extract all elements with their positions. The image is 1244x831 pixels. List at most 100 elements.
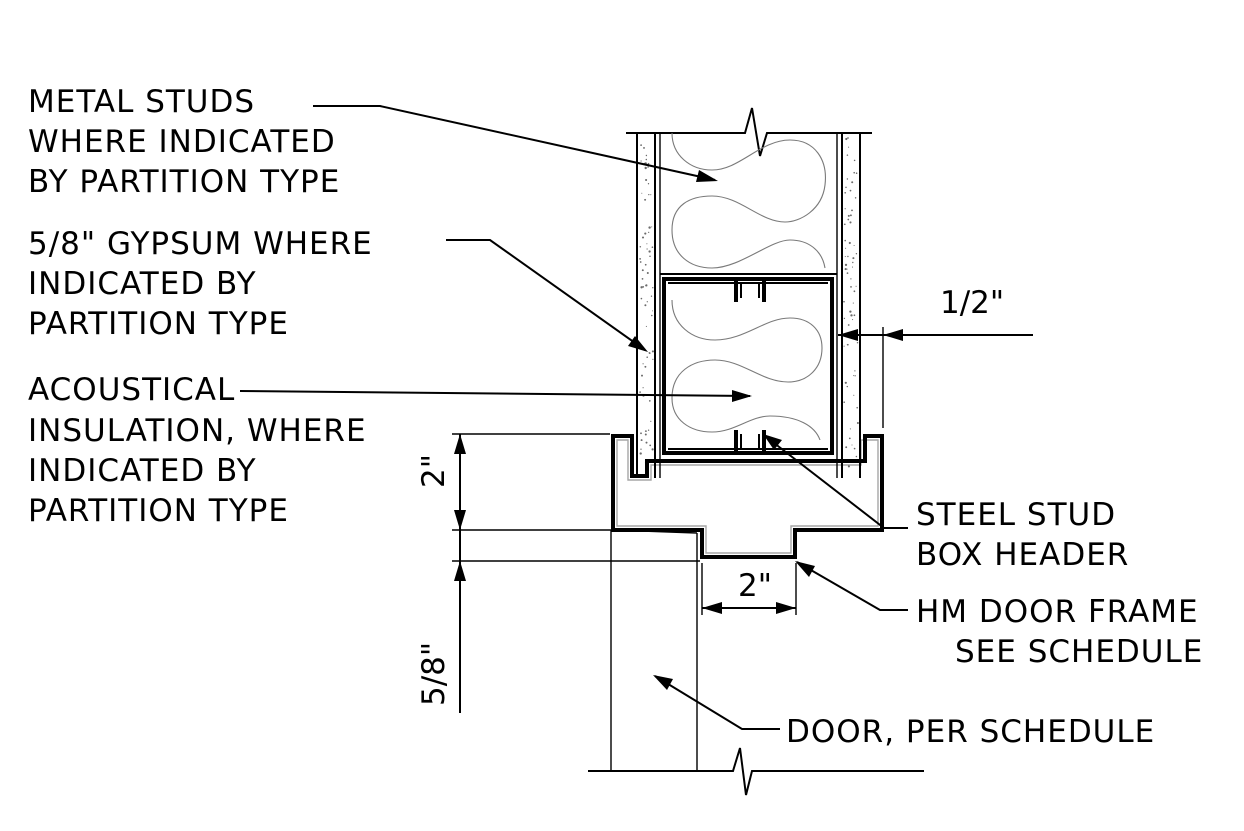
left-gypsum-board — [636, 133, 661, 478]
gypsum-speck — [844, 268, 847, 271]
upper-insulation-batt — [671, 132, 826, 269]
gypsum-speck — [644, 263, 647, 266]
gypsum-speck — [644, 166, 647, 170]
gypsum-speck — [651, 350, 654, 353]
label-hm-frame: HM DOOR FRAME SEE SCHEDULE — [916, 594, 1202, 670]
svg-text:METAL STUDS: METAL STUDS — [28, 84, 255, 120]
gypsum-speck — [844, 263, 848, 267]
gypsum-speck — [856, 421, 859, 425]
label-steel-stud: STEEL STUD BOX HEADER — [916, 497, 1128, 573]
dim-frame-width-text: 2" — [738, 568, 772, 604]
gypsum-speck — [853, 171, 856, 174]
dimension-frame-width: 2" — [701, 563, 797, 615]
gypsum-speck — [846, 385, 849, 388]
gypsum-speck — [650, 295, 653, 297]
gypsum-speck — [845, 446, 848, 449]
dim-half-inch-text: 1/2" — [940, 285, 1004, 321]
gypsum-speck — [845, 247, 847, 249]
partition-wall — [626, 107, 872, 478]
dim-door-offset-text: 5/8" — [416, 642, 452, 706]
gypsum-speck — [846, 272, 849, 274]
gypsum-speck — [644, 433, 647, 436]
gypsum-speck — [855, 172, 858, 174]
gypsum-speck — [853, 290, 856, 293]
steel-stud-box-header — [662, 277, 834, 455]
gypsum-speck — [651, 310, 654, 312]
gypsum-speck — [645, 154, 648, 157]
gypsum-speck — [646, 243, 648, 245]
dim-frame-depth-text: 2" — [416, 454, 452, 488]
gypsum-speck — [644, 365, 647, 368]
gypsum-speck — [646, 271, 649, 275]
gypsum-speck — [849, 189, 852, 192]
gypsum-speck — [642, 387, 644, 389]
top-break-line — [626, 107, 872, 157]
gypsum-speck — [852, 375, 855, 377]
gypsum-speck — [640, 160, 642, 162]
gypsum-speck — [648, 250, 651, 253]
gypsum-speck — [648, 400, 651, 402]
gypsum-speck — [844, 239, 846, 242]
gypsum-speck — [848, 437, 851, 440]
gypsum-speck — [642, 286, 645, 288]
svg-text:INDICATED BY: INDICATED BY — [28, 453, 257, 489]
gypsum-speck — [855, 455, 858, 458]
svg-text:5/8" GYPSUM WHERE: 5/8" GYPSUM WHERE — [28, 226, 373, 262]
gypsum-speck — [848, 241, 851, 245]
gypsum-speck — [641, 374, 643, 377]
gypsum-speck — [853, 159, 856, 162]
gypsum-speck — [645, 158, 648, 161]
gypsum-speck — [650, 194, 652, 196]
gypsum-speck — [651, 448, 654, 451]
svg-text:PARTITION TYPE: PARTITION TYPE — [28, 306, 289, 342]
gypsum-speck — [846, 268, 848, 270]
gypsum-speck — [643, 146, 645, 149]
svg-text:WHERE INDICATED: WHERE INDICATED — [28, 124, 336, 160]
gypsum-speck — [851, 444, 853, 446]
gypsum-speck — [645, 284, 647, 287]
right-gypsum-board — [836, 133, 861, 478]
gypsum-speck — [846, 343, 849, 346]
gypsum-speck — [646, 356, 648, 358]
gypsum-speck — [856, 406, 858, 409]
gypsum-speck — [855, 253, 858, 255]
gypsum-speck — [642, 363, 644, 365]
gypsum-speck — [847, 137, 849, 139]
svg-text:DOOR, PER SCHEDULE: DOOR, PER SCHEDULE — [786, 714, 1155, 750]
gypsum-speck — [648, 352, 650, 354]
gypsum-speck — [852, 302, 854, 304]
gypsum-speck — [844, 191, 847, 194]
gypsum-speck — [845, 137, 848, 141]
gypsum-speck — [844, 255, 846, 258]
gypsum-speck — [854, 197, 857, 199]
gypsum-speck — [847, 465, 850, 468]
gypsum-texture — [639, 137, 859, 468]
label-metal-studs: METAL STUDS WHERE INDICATED BY PARTITION… — [28, 84, 339, 200]
gypsum-speck — [849, 428, 851, 430]
leader-hm-frame — [795, 561, 908, 611]
gypsum-speck — [844, 208, 846, 210]
gypsum-speck — [647, 183, 650, 185]
gypsum-speck — [853, 314, 856, 317]
gypsum-speck — [847, 214, 850, 217]
gypsum-speck — [645, 441, 648, 444]
gypsum-speck — [852, 257, 855, 260]
gypsum-speck — [641, 192, 643, 194]
gypsum-speck — [851, 209, 853, 212]
gypsum-speck — [851, 181, 854, 184]
gypsum-speck — [843, 401, 845, 404]
gypsum-speck — [640, 439, 643, 442]
gypsum-speck — [851, 266, 854, 268]
gypsum-speck — [647, 162, 650, 165]
gypsum-speck — [843, 223, 846, 226]
gypsum-speck — [650, 420, 652, 422]
gypsum-speck — [647, 429, 650, 431]
gypsum-speck — [646, 248, 648, 250]
label-door: DOOR, PER SCHEDULE — [786, 714, 1155, 750]
gypsum-speck — [852, 261, 854, 264]
gypsum-speck — [644, 304, 647, 307]
gypsum-speck — [644, 198, 647, 201]
dimension-frame-depth: 2" — [416, 433, 700, 531]
gypsum-speck — [853, 244, 855, 247]
svg-text:STEEL STUD: STEEL STUD — [916, 497, 1116, 533]
